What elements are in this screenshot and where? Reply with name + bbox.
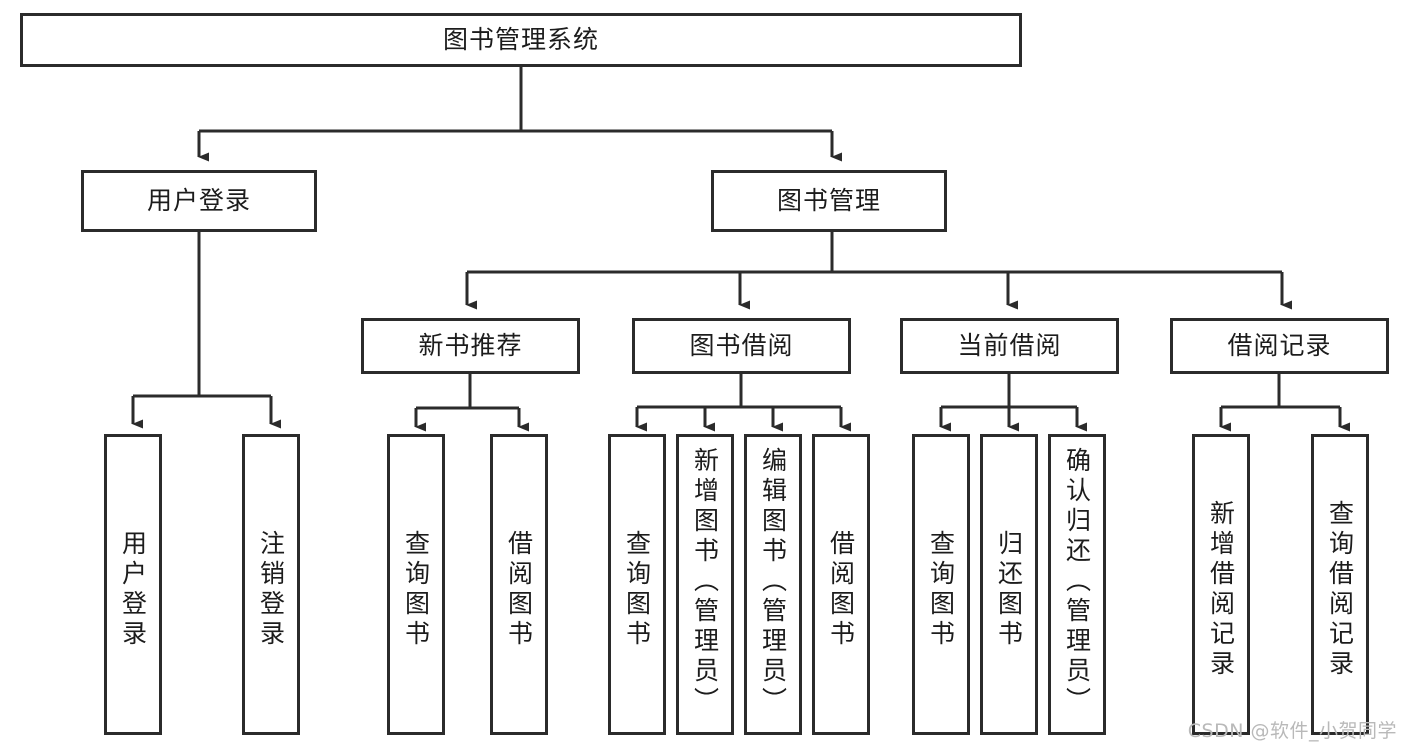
node-leaf-cur-query-book[interactable]: 查询图书 (912, 434, 970, 735)
node-label: 借阅图书 (826, 529, 856, 650)
node-label: 查询借阅记录 (1325, 499, 1355, 680)
node-new-book-recommendation[interactable]: 新书推荐 (361, 318, 580, 374)
node-label: 借阅图书 (504, 529, 534, 650)
node-label: 图书管理系统 (442, 25, 599, 54)
node-user-login[interactable]: 用户登录 (81, 170, 317, 232)
node-leaf-borrow-query-book[interactable]: 查询图书 (608, 434, 666, 735)
node-label: 查询图书 (622, 529, 652, 650)
node-leaf-cur-return-book[interactable]: 归还图书 (980, 434, 1038, 735)
node-leaf-query-borrow-record[interactable]: 查询借阅记录 (1311, 434, 1369, 735)
node-label: 用户登录 (146, 186, 251, 215)
node-book-borrow[interactable]: 图书借阅 (632, 318, 851, 374)
node-current-borrow[interactable]: 当前借阅 (900, 318, 1119, 374)
node-label: 确认归还（管理员） (1062, 447, 1092, 717)
node-label: 图书管理 (776, 186, 881, 215)
node-leaf-user-login[interactable]: 用户登录 (104, 434, 162, 735)
node-label: 新增借阅记录 (1206, 499, 1236, 680)
node-label: 用户登录 (118, 529, 148, 650)
node-label: 归还图书 (994, 529, 1024, 650)
watermark-text: CSDN @软件_小贺同学 (1187, 720, 1397, 742)
node-label: 查询图书 (401, 529, 431, 650)
node-borrow-record[interactable]: 借阅记录 (1170, 318, 1389, 374)
node-book-management[interactable]: 图书管理 (711, 170, 947, 232)
node-root-system[interactable]: 图书管理系统 (20, 13, 1022, 67)
node-leaf-add-borrow-record[interactable]: 新增借阅记录 (1192, 434, 1250, 735)
node-leaf-borrow-add-book[interactable]: 新增图书（管理员） (676, 434, 734, 735)
node-leaf-borrow-edit-book[interactable]: 编辑图书（管理员） (744, 434, 802, 735)
node-label: 新书推荐 (418, 331, 523, 360)
node-label: 当前借阅 (957, 331, 1062, 360)
node-leaf-rec-borrow-book[interactable]: 借阅图书 (490, 434, 548, 735)
node-leaf-cur-confirm-return[interactable]: 确认归还（管理员） (1048, 434, 1106, 735)
node-label: 编辑图书（管理员） (758, 447, 788, 717)
node-label: 借阅记录 (1227, 331, 1332, 360)
node-label: 新增图书（管理员） (690, 447, 720, 717)
node-label: 查询图书 (926, 529, 956, 650)
node-leaf-logout[interactable]: 注销登录 (242, 434, 300, 735)
node-leaf-borrow-borrow-book[interactable]: 借阅图书 (812, 434, 870, 735)
node-label: 图书借阅 (689, 331, 794, 360)
node-leaf-rec-query-book[interactable]: 查询图书 (387, 434, 445, 735)
node-label: 注销登录 (256, 529, 286, 650)
